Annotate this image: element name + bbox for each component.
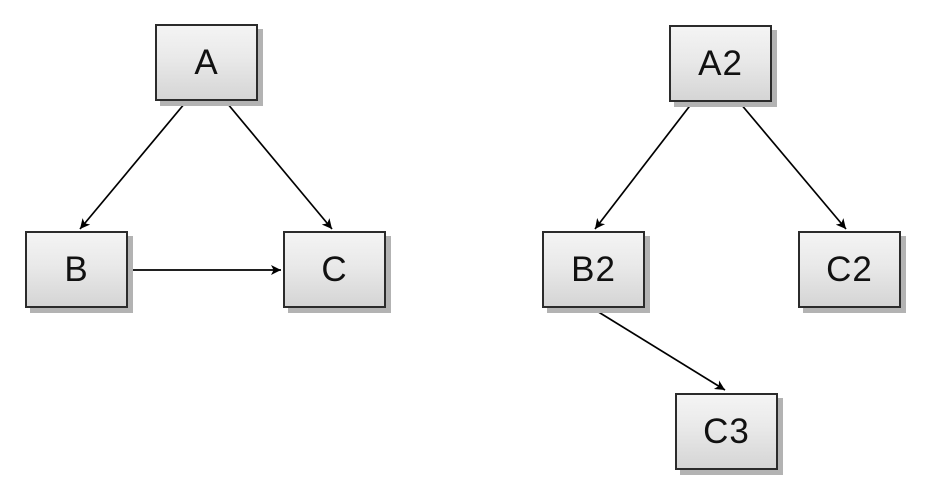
edge-a2-to-b2 [594, 102, 693, 230]
node-c3-label: C3 [703, 412, 750, 451]
node-c: C [283, 231, 386, 308]
node-a-label: A [194, 43, 219, 82]
node-c2: C2 [798, 231, 901, 308]
edge-b2-to-c3 [591, 307, 726, 391]
node-a: A [155, 24, 258, 101]
node-b: B [25, 231, 128, 308]
node-b2: B2 [542, 231, 645, 308]
node-a2: A2 [669, 25, 772, 102]
edge-a2-to-c2 [739, 102, 847, 230]
node-b2-label: B2 [571, 250, 616, 289]
node-c2-label: C2 [826, 250, 873, 289]
node-c-label: C [321, 250, 348, 289]
node-c3: C3 [675, 393, 778, 470]
node-a2-label: A2 [698, 44, 743, 83]
node-b-label: B [64, 250, 89, 289]
edge-a-to-b [79, 102, 186, 230]
edge-a-to-c [226, 102, 333, 230]
